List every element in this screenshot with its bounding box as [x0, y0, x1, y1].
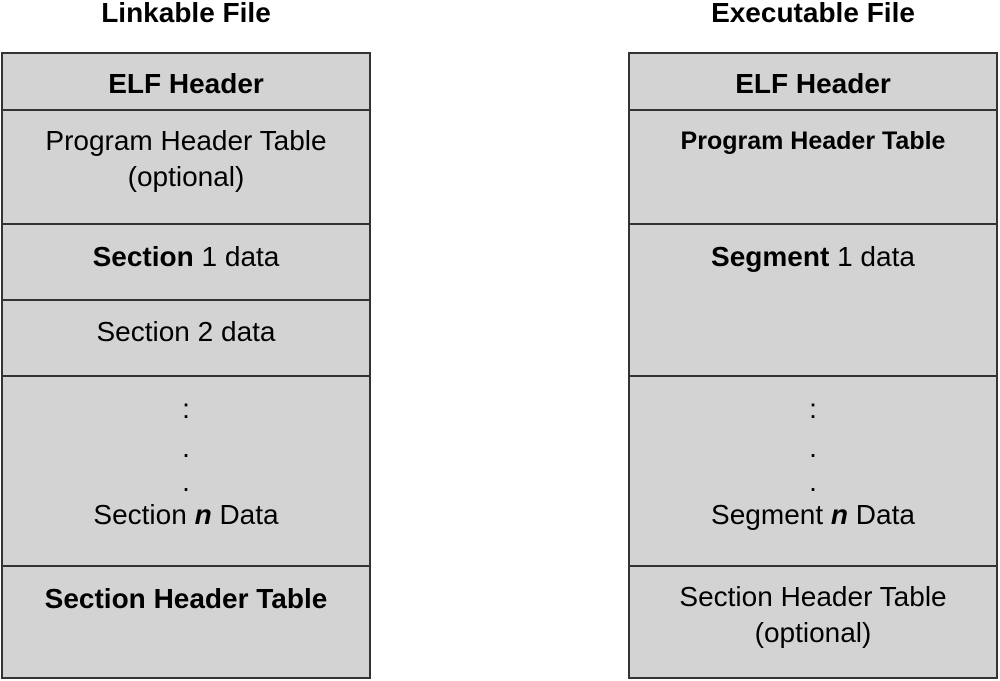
linkable-sht-label: Section Header Table: [44, 583, 328, 614]
linkable-pht-label: Program Header Table: [45, 125, 327, 156]
linkable-file-stack: ELF Header Program Header Table (optiona…: [1, 52, 371, 679]
linkable-section-2-label: Section 2 data: [96, 316, 276, 347]
executable-program-header-table: Program Header Table: [630, 111, 996, 225]
executable-segment-1-label: Segment 1 data: [711, 241, 915, 272]
linkable-section-1-label: Section 1 data: [92, 241, 280, 272]
linkable-elf-header: ELF Header: [3, 54, 369, 111]
linkable-section-2: Section 2 data: [3, 301, 369, 377]
linkable-elf-header-label: ELF Header: [108, 68, 264, 99]
executable-ellipsis-3: .: [809, 466, 817, 497]
linkable-program-header-table: Program Header Table (optional): [3, 111, 369, 225]
executable-ellipsis-2: .: [809, 432, 817, 463]
linkable-section-header-table: Section Header Table: [3, 567, 369, 677]
executable-file-stack: ELF Header Program Header Table Segment …: [628, 52, 998, 679]
executable-elf-header-label: ELF Header: [735, 68, 891, 99]
executable-file-title: Executable File: [711, 0, 915, 28]
executable-section-header-table: Section Header Table (optional): [630, 567, 996, 677]
linkable-section-1: Section 1 data: [3, 225, 369, 301]
linkable-file-title: Linkable File: [101, 0, 271, 28]
executable-sht-label: Section Header Table: [679, 581, 947, 612]
executable-ellipsis-1: :: [809, 393, 817, 424]
linkable-ellipsis-3: .: [182, 466, 190, 497]
executable-segment-n: : . . Segment n Data: [630, 377, 996, 567]
executable-sht-optional-label: (optional): [754, 617, 872, 648]
executable-elf-header: ELF Header: [630, 54, 996, 111]
linkable-section-n-label: Section n Data: [93, 499, 279, 530]
executable-segment-n-label: Segment n Data: [711, 499, 915, 530]
linkable-pht-optional-label: (optional): [127, 161, 245, 192]
linkable-ellipsis-2: .: [182, 432, 190, 463]
linkable-section-n: : . . Section n Data: [3, 377, 369, 567]
linkable-ellipsis-1: :: [182, 393, 190, 424]
executable-pht-label: Program Header Table: [680, 127, 946, 155]
executable-segment-1: Segment 1 data: [630, 225, 996, 377]
